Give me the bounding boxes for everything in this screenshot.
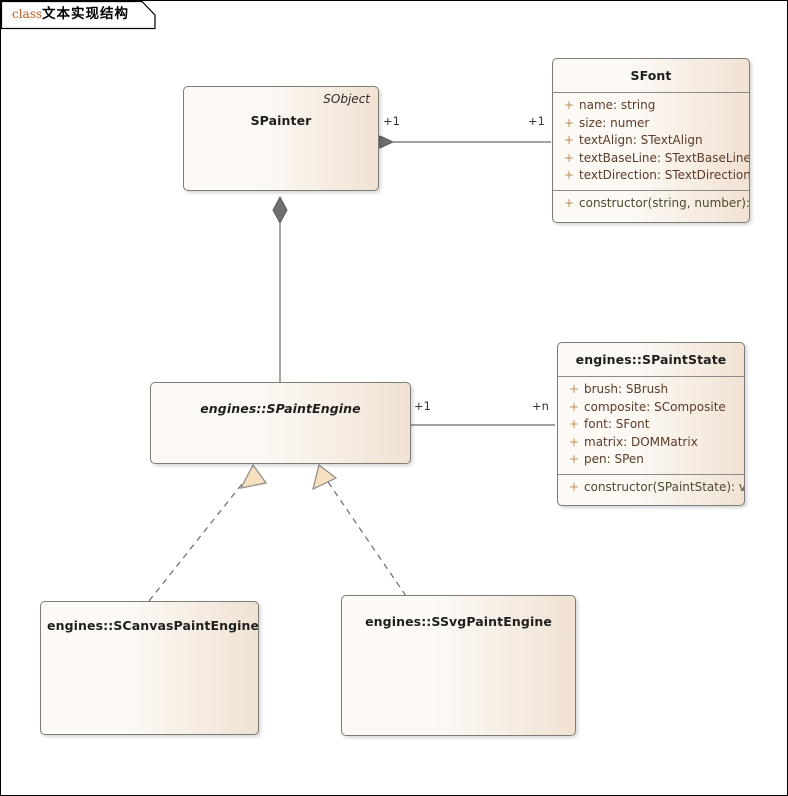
attribute-text: composite: SComposite xyxy=(584,399,726,414)
visibility-marker: + xyxy=(563,195,575,210)
attribute-row: + name: string xyxy=(553,97,749,115)
diagram-frame-label: class文本实现结构 xyxy=(12,6,129,23)
mult-spaintengine-source: +1 xyxy=(414,399,431,413)
attribute-text: matrix: DOMMatrix xyxy=(584,434,698,449)
attribute-text: font: SFont xyxy=(584,417,650,431)
divider xyxy=(558,376,744,377)
visibility-marker: + xyxy=(568,417,580,431)
attribute-text: size: numer xyxy=(579,115,650,130)
connector-spainter-sfont xyxy=(365,135,551,149)
attribute-list-spaintstate: + brush: SBrush + composite: SComposite … xyxy=(558,377,744,474)
attribute-row: + textAlign: STextAlign xyxy=(553,132,749,150)
visibility-marker: + xyxy=(568,479,580,494)
attribute-text: brush: SBrush xyxy=(584,382,669,396)
class-box-spaintengine[interactable]: engines::SPaintEngine xyxy=(150,382,411,464)
visibility-marker: + xyxy=(568,399,580,414)
stereotype-sobject: SObject xyxy=(323,92,370,106)
class-title-scanvaspaintengine: engines::SCanvasPaintEngine xyxy=(47,618,259,633)
attribute-row: + pen: SPen xyxy=(558,451,744,469)
divider xyxy=(553,92,749,93)
connector-scanvaspaintengine-realization xyxy=(148,463,268,602)
diagram-frame-tab: class文本实现结构 xyxy=(1,1,156,30)
attribute-text: textDirection: STextDirection xyxy=(579,168,750,182)
class-box-scanvaspaintengine[interactable]: engines::SCanvasPaintEngine xyxy=(40,601,259,735)
class-box-ssvgpaintengine[interactable]: engines::SSvgPaintEngine xyxy=(341,595,576,736)
mult-spainter-sfont-target: +1 xyxy=(528,114,545,128)
attribute-list-sfont: + name: string + size: numer + textAlign… xyxy=(553,93,749,190)
attribute-row: + textDirection: STextDirection xyxy=(553,167,749,185)
divider xyxy=(558,473,744,475)
class-title-spaintstate: engines::SPaintState xyxy=(575,352,727,367)
class-box-sfont[interactable]: SFont + name: string + size: numer + tex… xyxy=(552,58,750,223)
class-title-sfont: SFont xyxy=(630,68,672,83)
attribute-row: + textBaseLine: STextBaseLine xyxy=(553,150,749,168)
mult-spaintstate-target: +n xyxy=(532,399,549,413)
visibility-marker: + xyxy=(563,168,575,182)
class-box-spaintstate[interactable]: engines::SPaintState + brush: SBrush + c… xyxy=(557,342,745,506)
visibility-marker: + xyxy=(563,133,575,147)
attribute-row: + matrix: DOMMatrix xyxy=(558,434,744,452)
class-title-spainter: SPainter xyxy=(250,113,312,128)
class-title-ssvgpaintengine: engines::SSvgPaintEngine xyxy=(365,614,552,629)
attribute-row: + size: numer xyxy=(553,115,749,133)
mult-spainter-sfont-source: +1 xyxy=(383,114,400,128)
visibility-marker: + xyxy=(563,115,575,130)
visibility-marker: + xyxy=(568,382,580,396)
frame-title: 文本实现结构 xyxy=(42,6,130,22)
connector-spainter-spaintengine xyxy=(272,195,288,382)
operation-text: constructor(SPaintState): void xyxy=(584,479,744,494)
operation-list-spaintstate: + constructor(SPaintState): void xyxy=(558,475,744,502)
attribute-text: pen: SPen xyxy=(584,452,644,466)
attribute-text: textBaseLine: STextBaseLine xyxy=(579,150,750,165)
class-box-spainter[interactable]: SObject SPainter xyxy=(183,86,379,191)
attribute-row: + brush: SBrush xyxy=(558,381,744,399)
visibility-marker: + xyxy=(568,452,580,466)
visibility-marker: + xyxy=(568,434,580,449)
attribute-text: name: string xyxy=(579,98,656,112)
class-title-spaintengine: engines::SPaintEngine xyxy=(200,401,361,416)
attribute-row: + composite: SComposite xyxy=(558,399,744,417)
operation-list-sfont: + constructor(string, number): void xyxy=(553,191,749,218)
connector-ssvgpaintengine-realization xyxy=(312,463,407,597)
attribute-row: + font: SFont xyxy=(558,416,744,434)
operation-row: + constructor(SPaintState): void xyxy=(558,479,744,497)
frame-keyword: class xyxy=(12,7,43,21)
divider xyxy=(553,189,749,191)
operation-text: constructor(string, number): void xyxy=(579,195,750,210)
operation-row: + constructor(string, number): void xyxy=(553,195,749,213)
attribute-text: textAlign: STextAlign xyxy=(579,133,703,147)
visibility-marker: + xyxy=(563,98,575,112)
visibility-marker: + xyxy=(563,150,575,165)
